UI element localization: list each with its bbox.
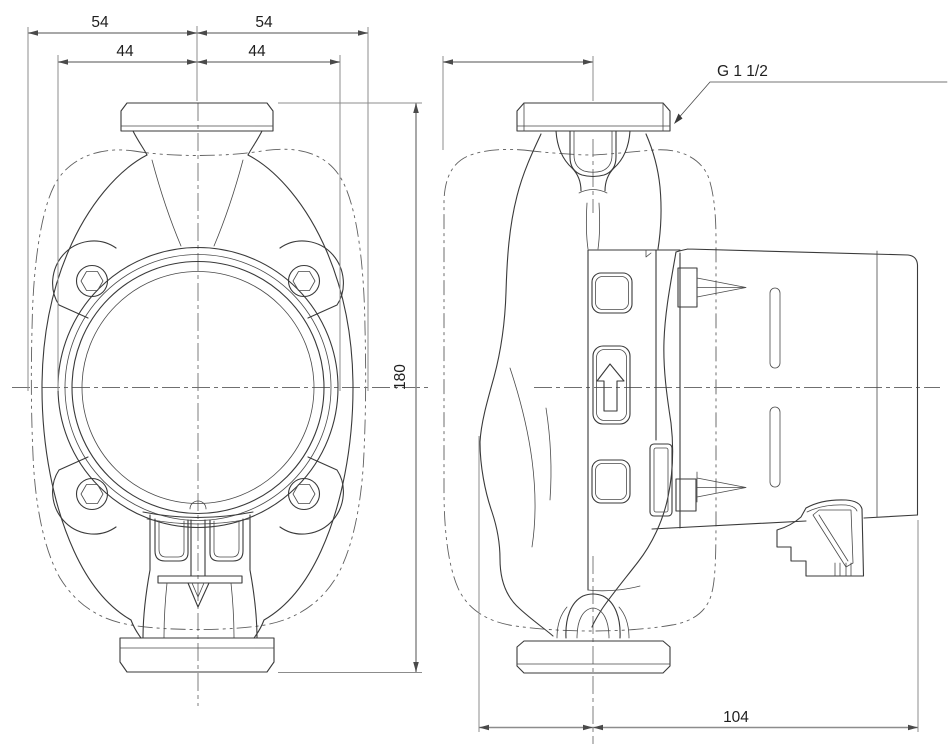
terminal-pins [696, 271, 747, 503]
front-insulation-shell-outline [30, 148, 367, 630]
pump-face-circles [57, 246, 339, 529]
dim-label-180: 180 [392, 364, 409, 390]
side-insulation-shell-outline [443, 148, 717, 632]
terminal-pin-icon [696, 271, 747, 303]
flow-direction-arrow-icon [596, 363, 625, 412]
control-box [651, 248, 919, 530]
vent-slot [769, 287, 781, 369]
dimension-arrowheads [28, 30, 918, 731]
dimensions: 54 54 44 44 180 104 G 1 1/2 [27, 14, 948, 732]
side-top-port-flange [516, 102, 671, 250]
front-view [12, 102, 430, 706]
thread-size-label: G 1 1/2 [717, 63, 768, 80]
front-bottom-port-flange [119, 637, 275, 673]
bolt-circle [287, 477, 321, 511]
vent-slot [769, 406, 781, 488]
hex-bolt-icon [292, 484, 316, 504]
side-view [443, 102, 940, 744]
side-bottom-port-flange [516, 593, 671, 674]
bolt-circle [287, 264, 321, 298]
dim-label-54-right: 54 [255, 14, 273, 31]
hex-bolt-icon [80, 271, 104, 291]
dim-label-44-right: 44 [248, 43, 266, 60]
bolt-circle [75, 264, 109, 298]
side-stator-panel [587, 249, 698, 592]
thread-leader [674, 81, 948, 124]
hex-bolt-icon [80, 484, 104, 504]
terminal-pin-icon [696, 471, 747, 503]
side-volute-body [479, 133, 677, 637]
dim-label-44-left: 44 [116, 43, 134, 60]
hex-bolt-icon [292, 271, 316, 291]
front-top-port-flange [120, 102, 274, 156]
bolt-circle [75, 477, 109, 511]
front-foot-bracket [119, 500, 275, 673]
dim-label-54-left: 54 [91, 14, 109, 31]
front-body-silhouette [41, 154, 354, 639]
plug-connector [776, 499, 865, 577]
bolt-lugs [52, 240, 344, 535]
dim-label-104: 104 [723, 709, 749, 726]
